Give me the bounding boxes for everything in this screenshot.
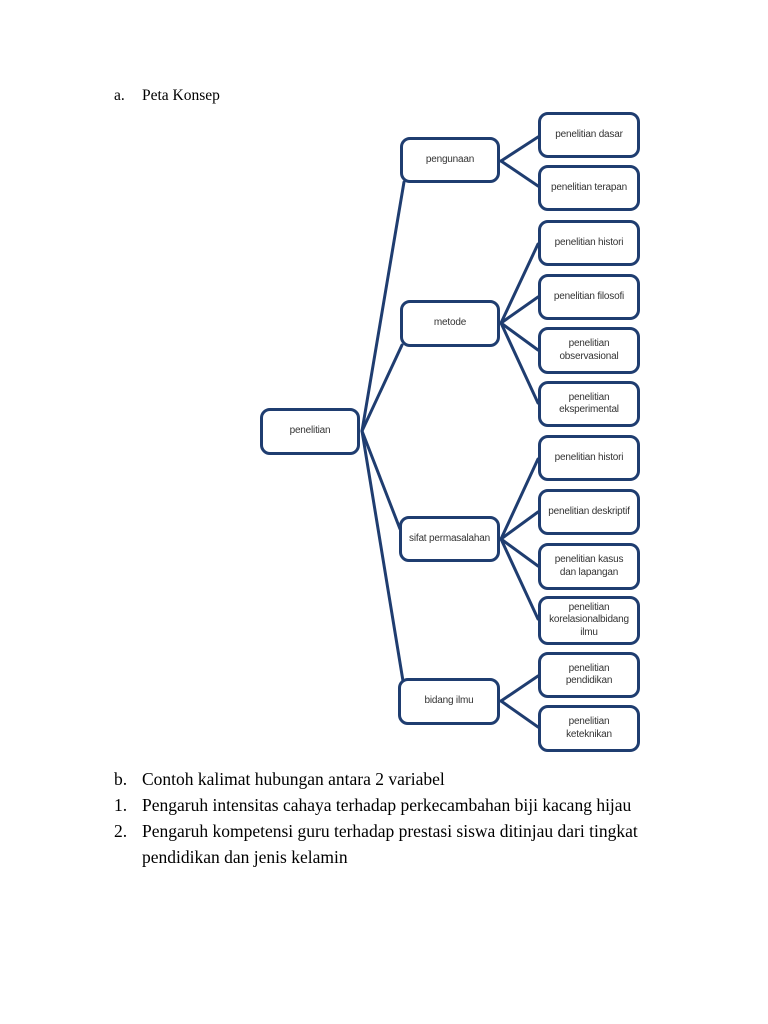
note-2: 2. Pengaruh kompetensi guru terhadap pre…	[114, 818, 674, 870]
note-text: Pengaruh intensitas cahaya terhadap perk…	[142, 795, 632, 815]
notes-list: b. Contoh kalimat hubungan antara 2 vari…	[114, 766, 674, 870]
note-marker: 2.	[114, 821, 128, 841]
node-penelitian-filosofi: penelitian filosofi	[538, 274, 640, 320]
note-text: Contoh kalimat hubungan antara 2 variabe…	[142, 769, 445, 789]
note-text: Pengaruh kompetensi guru terhadap presta…	[142, 821, 638, 867]
node-penelitian-histori-metode: penelitian histori	[538, 220, 640, 266]
node-penelitian: penelitian	[260, 408, 360, 455]
heading-marker: a.	[114, 87, 125, 104]
note-1: 1. Pengaruh intensitas cahaya terhadap p…	[114, 792, 674, 818]
node-metode: metode	[400, 300, 500, 347]
heading-text: Peta Konsep	[142, 87, 220, 104]
node-penelitian-eksperimental: penelitian eksperimental	[538, 381, 640, 427]
node-penelitian-deskriptif: penelitian deskriptif	[538, 489, 640, 535]
node-penelitian-observasional: penelitian observasional	[538, 327, 640, 374]
node-penelitian-korelasional: penelitian korelasionalbidang ilmu	[538, 596, 640, 645]
node-penelitian-terapan: penelitian terapan	[538, 165, 640, 211]
node-penelitian-pendidikan: penelitian pendidikan	[538, 652, 640, 698]
node-penelitian-dasar: penelitian dasar	[538, 112, 640, 158]
section-heading-a: a. Peta Konsep	[114, 87, 220, 105]
node-penelitian-keteknikan: penelitian keteknikan	[538, 705, 640, 752]
node-sifat-permasalahan: sifat permasalahan	[399, 516, 500, 562]
connector-lines	[360, 135, 540, 729]
note-marker: 1.	[114, 795, 128, 815]
node-penelitian-kasus-lapangan: penelitian kasus dan lapangan	[538, 543, 640, 590]
note-marker: b.	[114, 769, 128, 789]
node-pengunaan: pengunaan	[400, 137, 500, 183]
node-bidang-ilmu: bidang ilmu	[398, 678, 500, 725]
node-penelitian-histori-sifat: penelitian histori	[538, 435, 640, 481]
note-b: b. Contoh kalimat hubungan antara 2 vari…	[114, 766, 674, 792]
